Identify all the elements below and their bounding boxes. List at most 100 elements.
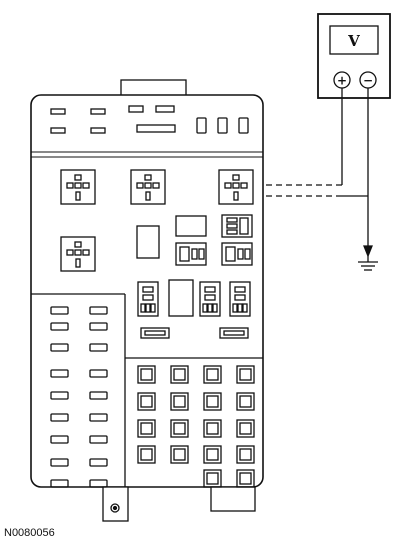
mini-fuse (212, 303, 218, 313)
slot (140, 327, 170, 339)
blade-fuse (50, 391, 69, 400)
fuse-box (30, 79, 264, 522)
relay-pin (145, 191, 151, 201)
blade-fuse (50, 343, 69, 352)
maxi-fuse-outer (137, 445, 156, 464)
maxi-fuse-grid (137, 365, 255, 488)
mini-fuse (242, 303, 248, 313)
mini-fuse (225, 246, 236, 262)
maxi-fuse (170, 419, 189, 438)
relay-pin (233, 191, 239, 201)
relay (130, 169, 166, 205)
mini-fuse-block (137, 281, 159, 317)
mini-fuse (237, 303, 243, 313)
mini-fuse (237, 248, 244, 260)
slot (219, 327, 249, 339)
fuse-box-body (30, 94, 264, 488)
mini-fuse-block (221, 242, 253, 266)
maxi-fuse-inner (140, 422, 153, 435)
maxi-fuse-outer (203, 445, 222, 464)
maxi-fuse-inner (173, 368, 186, 381)
blade-fuse (89, 458, 108, 467)
blade-fuse (50, 479, 69, 488)
mini-fuse-block (229, 281, 251, 317)
relay-pin (82, 182, 90, 189)
blade-fuse (89, 435, 108, 444)
maxi-fuse (170, 365, 189, 384)
maxi-fuse-inner (140, 368, 153, 381)
relay-pin (240, 182, 248, 189)
meter-leads (249, 88, 369, 246)
mini-fuse (142, 286, 154, 293)
small-fuse (50, 108, 66, 115)
relay-pin (82, 249, 90, 256)
relay-pin (232, 174, 240, 181)
mini-fuse (145, 303, 151, 313)
relay-pin (75, 258, 81, 268)
relay-under-test (218, 169, 254, 205)
small-fuse (90, 108, 106, 115)
relay-pin (144, 182, 152, 189)
mini-fuse-block (221, 242, 253, 266)
maxi-fuse (236, 469, 255, 488)
mini-fuse (207, 303, 213, 313)
blade-fuse (89, 322, 108, 331)
maxi-fuse-inner (140, 448, 153, 461)
maxi-fuse-inner (206, 368, 219, 381)
relay-pin (224, 182, 232, 189)
slot-inner (223, 330, 245, 336)
relays (60, 169, 254, 272)
relay-body (60, 236, 96, 272)
relay-pin (74, 174, 82, 181)
maxi-fuse-outer (137, 392, 156, 411)
maxi-fuse-outer (137, 365, 156, 384)
mini-fuse (150, 303, 156, 313)
maxi-fuse-inner (206, 472, 219, 485)
mini-fuse (232, 303, 238, 313)
multimeter: V + − (317, 13, 391, 99)
relay-pin (74, 241, 82, 248)
mini-fuse (140, 303, 146, 313)
small-fuse (155, 105, 175, 113)
maxi-fuse (203, 469, 222, 488)
relay-body (130, 169, 166, 205)
maxi-fuse-inner (206, 395, 219, 408)
mini-fuse-block (199, 281, 221, 317)
blade-fuse (89, 343, 108, 352)
blade-fuse (50, 435, 69, 444)
relay-pin (66, 182, 74, 189)
maxi-fuse-outer (203, 392, 222, 411)
mini-fuse (142, 294, 154, 301)
maxi-fuse (137, 365, 156, 384)
slot-inner (144, 330, 166, 336)
maxi-fuse-inner (173, 448, 186, 461)
maxi-fuse-outer (236, 419, 255, 438)
mini-fuse (204, 286, 216, 293)
small-fuse (50, 127, 66, 134)
blade-fuse (89, 369, 108, 378)
top-strip (50, 105, 249, 134)
relay (60, 236, 96, 272)
fuse-box-bottom-tab-right (210, 486, 256, 512)
maxi-fuse-inner (239, 395, 252, 408)
maxi-fuse-inner (140, 395, 153, 408)
relay-pin (74, 249, 82, 256)
maxi-fuse-outer (170, 365, 189, 384)
slot (136, 124, 176, 133)
maxi-fuse-inner (239, 368, 252, 381)
relay-body (60, 169, 96, 205)
relay-pin (144, 174, 152, 181)
multimeter-display (329, 25, 379, 55)
mini-fuse (234, 286, 246, 293)
mini-fuse (179, 246, 190, 262)
maxi-fuse-outer (236, 365, 255, 384)
maxi-fuse-inner (239, 422, 252, 435)
maxi-fuse-outer (170, 392, 189, 411)
maxi-fuse (203, 365, 222, 384)
maxi-fuse-outer (236, 445, 255, 464)
cartridge-fuse (196, 117, 207, 134)
relay-pin (75, 191, 81, 201)
maxi-fuse (236, 392, 255, 411)
relay-pin (136, 182, 144, 189)
